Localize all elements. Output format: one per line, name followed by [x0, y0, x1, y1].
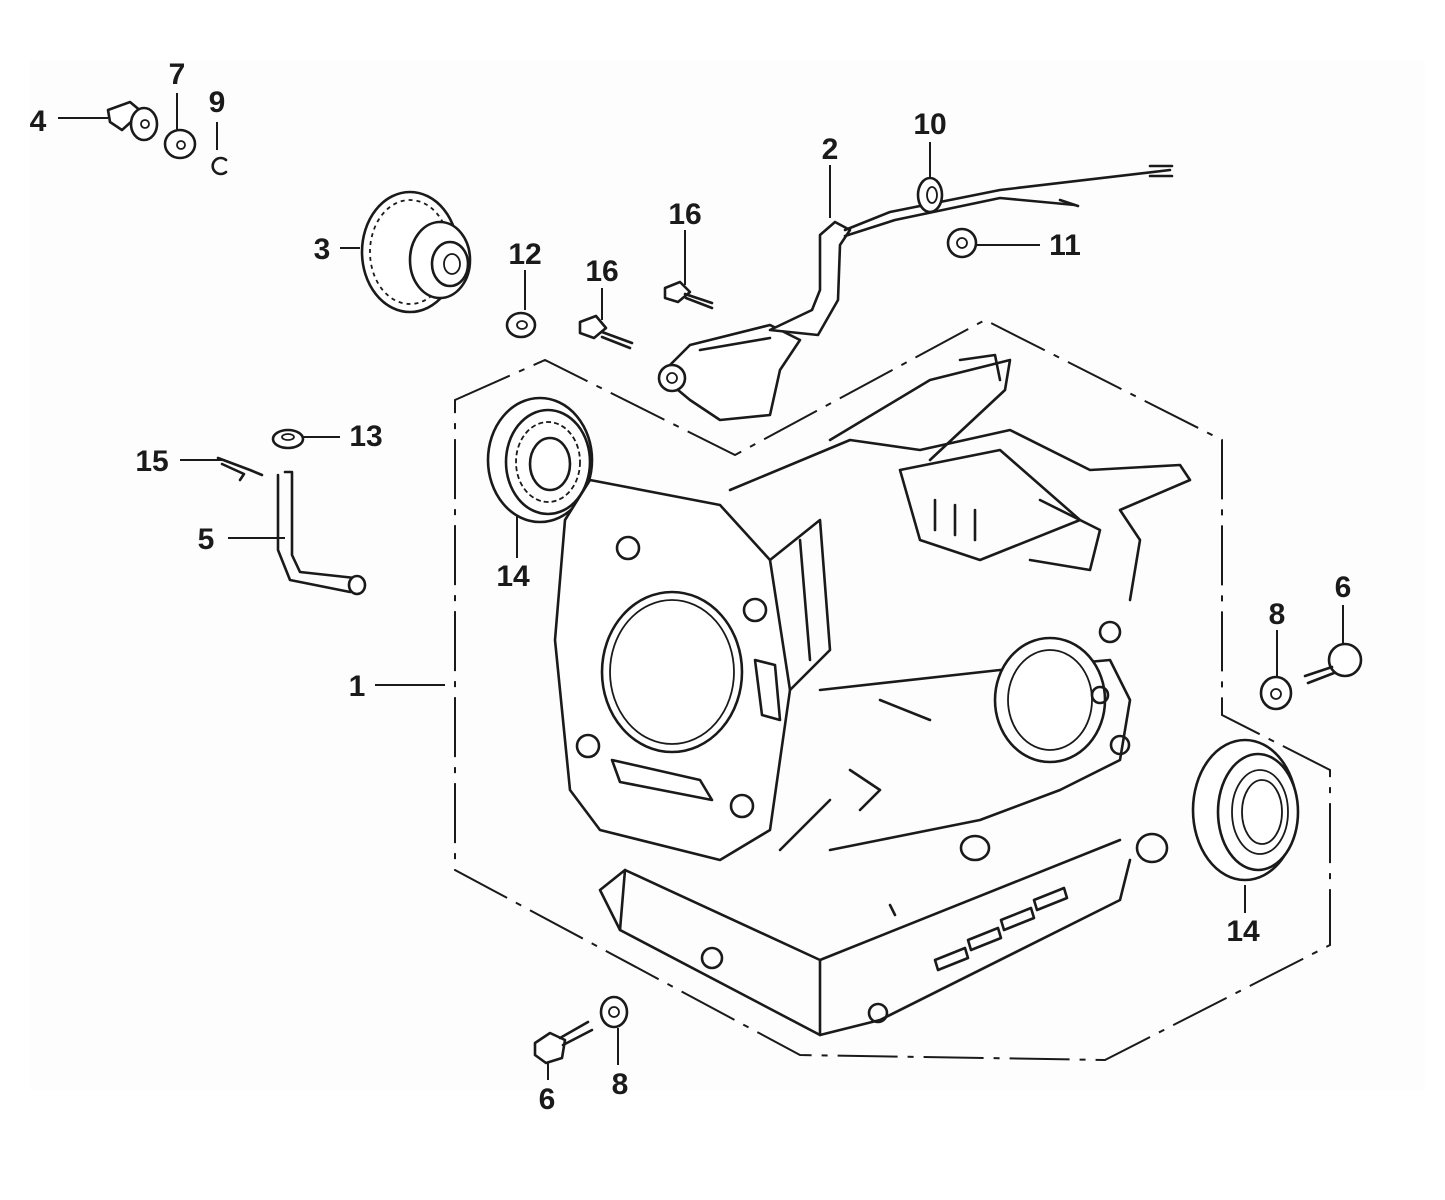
part-governor-holder-shaft	[106, 100, 159, 142]
callout-13: 11	[1049, 229, 1081, 262]
callout-12: 10	[913, 108, 947, 141]
part-governor-arm-shaft	[276, 470, 367, 596]
part-bolt-6a	[1303, 642, 1363, 685]
part-nut	[946, 227, 978, 259]
callout-11: 14	[1226, 915, 1260, 948]
part-bolt-16a	[663, 280, 714, 310]
callout-16b: 16	[585, 255, 619, 288]
part-washer-14b	[271, 428, 305, 450]
callout-16a: 16	[668, 198, 702, 231]
callout-5: 5	[197, 523, 215, 556]
part-cylinder-barrel	[553, 353, 1192, 1037]
part-pin	[216, 456, 264, 482]
part-bolt-6b	[533, 1020, 594, 1065]
part-grommet	[916, 176, 944, 214]
callout-15: 15	[135, 445, 169, 478]
callout-8b: 8	[611, 1068, 629, 1101]
callout-6a: 6	[1334, 571, 1352, 604]
callout-3: 3	[313, 233, 331, 266]
part-governor-gear	[360, 190, 472, 314]
part-oil-seal	[1191, 738, 1300, 882]
callout-10: 14	[496, 560, 530, 593]
assembly-boundary	[454, 318, 1331, 1062]
part-bearing	[486, 396, 594, 524]
part-washer-7	[163, 128, 197, 160]
callout-4: 4	[29, 105, 47, 138]
callout-14a: 12	[508, 238, 542, 271]
part-oil-level-switch	[657, 164, 1174, 422]
part-washer-14a	[505, 311, 537, 339]
callout-8a: 8	[1268, 598, 1286, 631]
callout-2: 2	[821, 133, 839, 166]
part-clip-9	[211, 156, 228, 176]
callout-14b: 13	[349, 420, 383, 453]
part-bolt-16b	[578, 314, 634, 350]
part-washer-8b	[599, 995, 629, 1029]
callout-6b: 6	[538, 1083, 556, 1116]
callout-7: 7	[168, 58, 186, 91]
callout-1: 1	[348, 670, 366, 703]
callout-9: 9	[208, 86, 226, 119]
part-washer-8a	[1259, 675, 1293, 711]
